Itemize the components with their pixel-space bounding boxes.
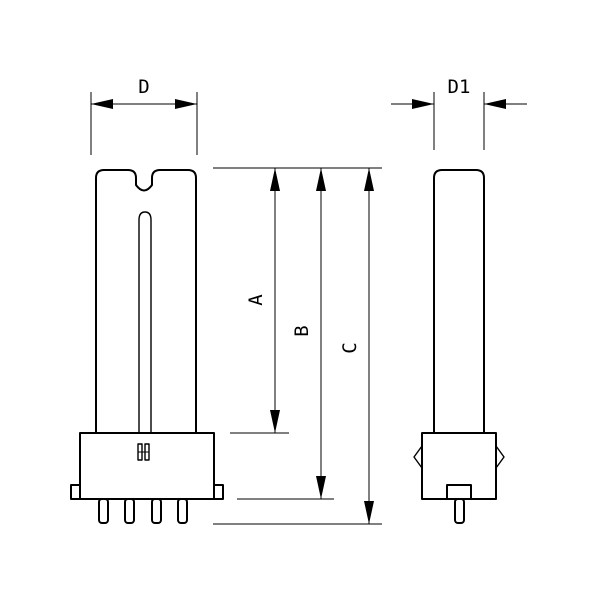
side-key xyxy=(446,484,472,500)
dimension-a: A xyxy=(245,168,280,433)
dimension-c-label: C xyxy=(339,342,361,353)
dimension-b: B xyxy=(291,168,326,499)
base-right-lug xyxy=(213,484,224,500)
dimension-b-label: B xyxy=(291,325,313,336)
pin-2 xyxy=(124,498,135,524)
dimension-d: D xyxy=(90,76,198,155)
dimension-a-label: A xyxy=(245,294,267,306)
pin-1 xyxy=(98,498,109,524)
side-left-clip xyxy=(413,445,423,469)
base-left-lug xyxy=(70,484,81,500)
side-pin xyxy=(454,498,465,524)
pin-4 xyxy=(177,498,188,524)
tube-slot xyxy=(138,211,152,434)
tube-outline xyxy=(95,169,197,433)
lamp-base xyxy=(79,432,215,500)
dimension-d1-label: D1 xyxy=(448,76,471,98)
lamp-side-view xyxy=(413,169,505,524)
side-tube-outline xyxy=(433,169,485,433)
pin-3 xyxy=(151,498,162,524)
base-marking xyxy=(137,443,150,461)
dimension-d1: D1 xyxy=(391,76,527,150)
extension-lines xyxy=(213,167,382,525)
dimension-c: C xyxy=(339,168,374,524)
side-right-clip xyxy=(495,445,505,469)
lamp-front-view xyxy=(70,169,224,524)
dimension-d-label: D xyxy=(138,76,149,98)
